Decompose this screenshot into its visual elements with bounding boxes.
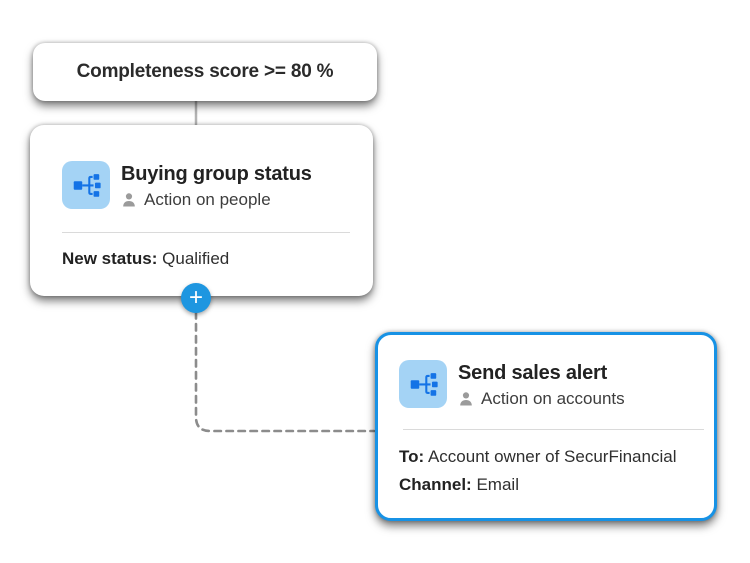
node-header: Buying group status Action on people	[30, 125, 373, 210]
to-label: To:	[399, 447, 425, 466]
person-icon	[123, 193, 135, 207]
to-value: Account owner of SecurFinancial	[424, 447, 677, 466]
node-subtitle: Action on people	[144, 190, 271, 209]
condition-title: Completeness score >= 80 %	[76, 61, 334, 82]
action-icon-badge	[399, 360, 447, 408]
node-header: Send sales alert Action on accounts	[378, 335, 714, 409]
node-header-text: Buying group status Action on people	[121, 161, 312, 210]
node-detail: To: Account owner of SecurFinancial Chan…	[378, 430, 714, 499]
node-subtitle-row: Action on people	[121, 190, 312, 210]
node-detail: New status: Qualified	[30, 233, 373, 269]
hierarchy-icon	[410, 373, 438, 396]
node-subtitle-row: Action on accounts	[458, 389, 625, 409]
add-node-button[interactable]: +	[181, 283, 211, 313]
connector-dashed-elbow	[194, 310, 376, 433]
divider	[403, 429, 704, 430]
channel-value: Email	[471, 475, 519, 494]
channel-line: Channel: Email	[399, 471, 692, 499]
node-header-text: Send sales alert Action on accounts	[458, 360, 625, 409]
action-icon-badge	[62, 161, 110, 209]
node-title: Buying group status	[121, 163, 312, 185]
node-send-sales-alert[interactable]: Send sales alert Action on accounts To: …	[375, 332, 717, 521]
node-condition[interactable]: Completeness score >= 80 %	[33, 43, 377, 101]
channel-label: Channel:	[399, 475, 472, 494]
node-subtitle: Action on accounts	[481, 389, 625, 408]
hierarchy-icon	[73, 174, 101, 197]
divider	[62, 232, 350, 233]
node-title: Send sales alert	[458, 362, 608, 384]
person-icon	[460, 392, 472, 406]
detail-label: New status:	[62, 249, 158, 268]
detail-value: Qualified	[157, 249, 230, 268]
node-buying-group-status[interactable]: Buying group status Action on people New…	[30, 125, 373, 296]
to-line: To: Account owner of SecurFinancial	[399, 443, 692, 471]
